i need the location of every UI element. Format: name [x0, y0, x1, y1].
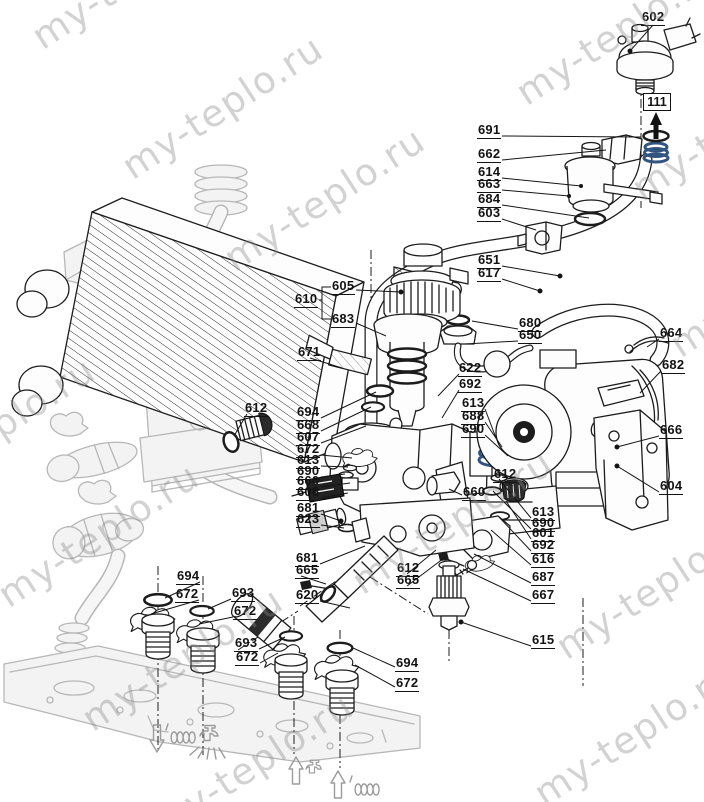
part-label-612b: 612 [493, 466, 518, 483]
part-label-694: 694 [296, 404, 321, 421]
part-label-660b: 660 [462, 484, 487, 501]
flow-regulator-gray [46, 441, 138, 483]
part-label-693: 693 [231, 585, 256, 602]
part-671-venturi [305, 334, 372, 376]
part-615-relief-valve [428, 560, 470, 631]
part-612-fitting-left [235, 412, 273, 442]
part-label-667: 667 [531, 587, 556, 604]
part-label-663: 663 [477, 176, 502, 193]
part-label-693b: 693 [234, 635, 259, 652]
part-694-oring-2 [326, 641, 354, 655]
part-label-613c: 613 [531, 504, 556, 521]
part-682-bracket [597, 379, 645, 407]
part-683-cartridge [373, 313, 443, 427]
part-label-612: 612 [244, 400, 269, 417]
part-label-692b: 692 [531, 537, 556, 554]
up-arrow-111 [650, 112, 662, 139]
part-label-668: 668 [296, 417, 321, 434]
part-label-672d: 672 [235, 649, 260, 666]
part-label-694c: 694 [395, 655, 420, 672]
flow-icons [149, 723, 380, 799]
part-label-616: 616 [531, 551, 556, 568]
part-660-elbow [426, 471, 461, 496]
omega-clip-gray-2 [77, 479, 117, 505]
part-610-heat-exchanger [11, 197, 365, 463]
part-label-651: 651 [477, 252, 502, 269]
part-label-687: 687 [531, 569, 556, 586]
part-label-666: 666 [659, 422, 684, 439]
part-label-665: 665 [295, 562, 320, 579]
callout-box-111: 111 [643, 93, 671, 111]
part-label-680: 680 [518, 315, 543, 332]
part-label-662: 662 [477, 146, 502, 163]
part-label-664: 664 [659, 325, 684, 342]
plate-fitting-3 [274, 653, 308, 700]
part-gas-section [351, 497, 475, 557]
part-label-607: 607 [296, 429, 321, 446]
part-label-672: 672 [296, 441, 321, 458]
part-664-pin [624, 336, 669, 354]
part-label-650: 650 [518, 327, 543, 344]
plate-fitting-4 [325, 669, 359, 716]
part-label-614: 614 [477, 164, 502, 181]
part-label-672c: 672 [233, 603, 258, 620]
part-label-601: 601 [531, 525, 556, 542]
part-label-623: 623 [296, 511, 321, 528]
leader-lines [150, 24, 662, 688]
part-label-605: 605 [331, 278, 356, 295]
part-693-oring-2 [278, 630, 304, 642]
part-601-bracket [593, 409, 669, 531]
part-label-604: 604 [659, 478, 684, 495]
part-label-615: 615 [531, 632, 556, 649]
part-label-694b: 694 [176, 568, 201, 585]
part-label-660: 660 [296, 473, 321, 490]
highlighted-parts [11, 17, 701, 716]
part-label-603: 603 [477, 205, 502, 222]
part-label-602: 602 [641, 9, 666, 26]
part-620-electrode [230, 535, 399, 651]
part-label-620: 620 [295, 587, 320, 604]
part-label-682: 682 [661, 357, 686, 374]
part-684-oring [573, 211, 607, 227]
dhw-tap-spray-icon [189, 724, 226, 760]
part-label-613: 613 [461, 395, 486, 412]
flow-up-radiator-icon [330, 770, 380, 799]
part-label-612c: 612 [396, 560, 421, 577]
part-label-665b: 665 [396, 572, 421, 589]
valve-assembly-gray [52, 512, 145, 560]
pipe-gasket-rings-blue [642, 141, 670, 164]
plate-fitting-1 [141, 613, 175, 660]
omega-clip-gray [49, 411, 89, 437]
part-label-691: 691 [477, 122, 502, 139]
part-613-oring-left [342, 464, 358, 472]
part-label-672b: 672 [175, 586, 200, 603]
part-label-692: 692 [458, 376, 483, 393]
part-label-613b: 613 [296, 452, 321, 469]
part-label-684: 684 [477, 191, 502, 208]
part-602-pressure-switch [616, 17, 701, 96]
part-label-681: 681 [296, 500, 321, 517]
part-612-oring-left [222, 431, 240, 453]
part-label-672e: 672 [395, 675, 420, 692]
part-label-617: 617 [477, 265, 502, 282]
part-label-690: 690 [461, 421, 486, 438]
part-label-683: 683 [331, 311, 356, 328]
part-label-606: 606 [296, 484, 321, 501]
part-694-oring-bottom [143, 592, 173, 608]
part-label-690b: 690 [296, 463, 321, 480]
part-603-bracket [517, 221, 563, 255]
part-label-688: 688 [461, 408, 486, 425]
part-label-671: 671 [297, 344, 322, 361]
plate-fitting-2 [186, 627, 220, 674]
part-label-690c: 690 [531, 515, 556, 532]
part-label-610: 610 [294, 291, 319, 308]
part-label-622: 622 [458, 360, 483, 377]
part-label-681b: 681 [295, 550, 320, 567]
